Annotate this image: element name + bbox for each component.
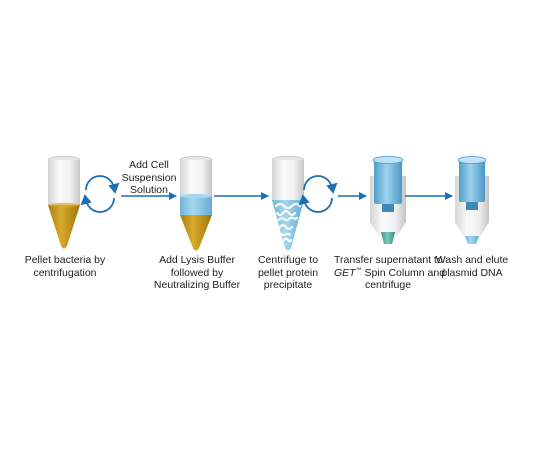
bacteria-pellet	[48, 205, 80, 249]
product-name-get: GET	[334, 266, 356, 279]
eluate-teal	[381, 232, 395, 244]
step-caption-line: centrifuge	[364, 279, 412, 291]
transition-label-line: Add Cell	[129, 159, 169, 171]
step-caption-line: followed by	[170, 266, 224, 279]
step-caption-line: Neutralizing Buffer	[153, 279, 241, 291]
step-caption-line: Add Lysis Buffer	[159, 254, 235, 266]
step-caption-transfer: Transfer supernatant to GET™ Spin Column…	[334, 254, 445, 292]
wash-column-insert	[459, 160, 485, 202]
step-caption-line: precipitate	[263, 279, 313, 291]
step-caption-line: Wash and elute	[435, 254, 509, 266]
trademark-symbol: ™	[355, 267, 362, 273]
step-caption-line: plasmid DNA	[441, 266, 503, 279]
step-caption-line: GET™ Spin Column and	[334, 266, 445, 280]
step-caption-line: pellet protein	[257, 266, 319, 279]
tube-pellet-bacteria	[47, 156, 81, 249]
cycle-arrow-2	[298, 175, 338, 213]
step-caption-line: centrifugation	[33, 266, 97, 279]
tube-protein-precipitate	[271, 156, 305, 251]
tube-lysis-buffer	[179, 156, 213, 251]
spin-column-insert	[374, 160, 402, 204]
step-caption-wash: Wash and elute plasmid DNA	[434, 254, 510, 279]
precipitate-fill	[272, 200, 304, 251]
step-caption-fragment: Spin Column and	[364, 266, 446, 279]
transition-label-add-cell-suspension: Add Cell Suspension Solution	[118, 159, 180, 197]
eluted-dna	[465, 236, 479, 244]
cycle-arrow-1	[80, 175, 120, 213]
transition-label-line: Suspension	[121, 171, 177, 184]
step-caption-centrifuge: Centrifuge to pellet protein precipitate	[248, 254, 328, 292]
step-caption-pellet: Pellet bacteria by centrifugation	[24, 254, 106, 279]
lysis-buffer-fill	[180, 196, 212, 215]
tube-spin-column	[370, 155, 406, 244]
step-caption-line: Pellet bacteria by	[24, 254, 106, 266]
lysis-pellet	[180, 215, 212, 251]
transition-label-line: Solution	[130, 184, 168, 196]
step-caption-lysis: Add Lysis Buffer followed by Neutralizin…	[152, 254, 242, 292]
tube-wash-elute	[455, 156, 489, 244]
precipitate-swirls	[275, 203, 301, 243]
step-caption-line: Centrifuge to	[257, 254, 319, 266]
step-caption-line: Transfer supernatant to	[334, 254, 443, 266]
